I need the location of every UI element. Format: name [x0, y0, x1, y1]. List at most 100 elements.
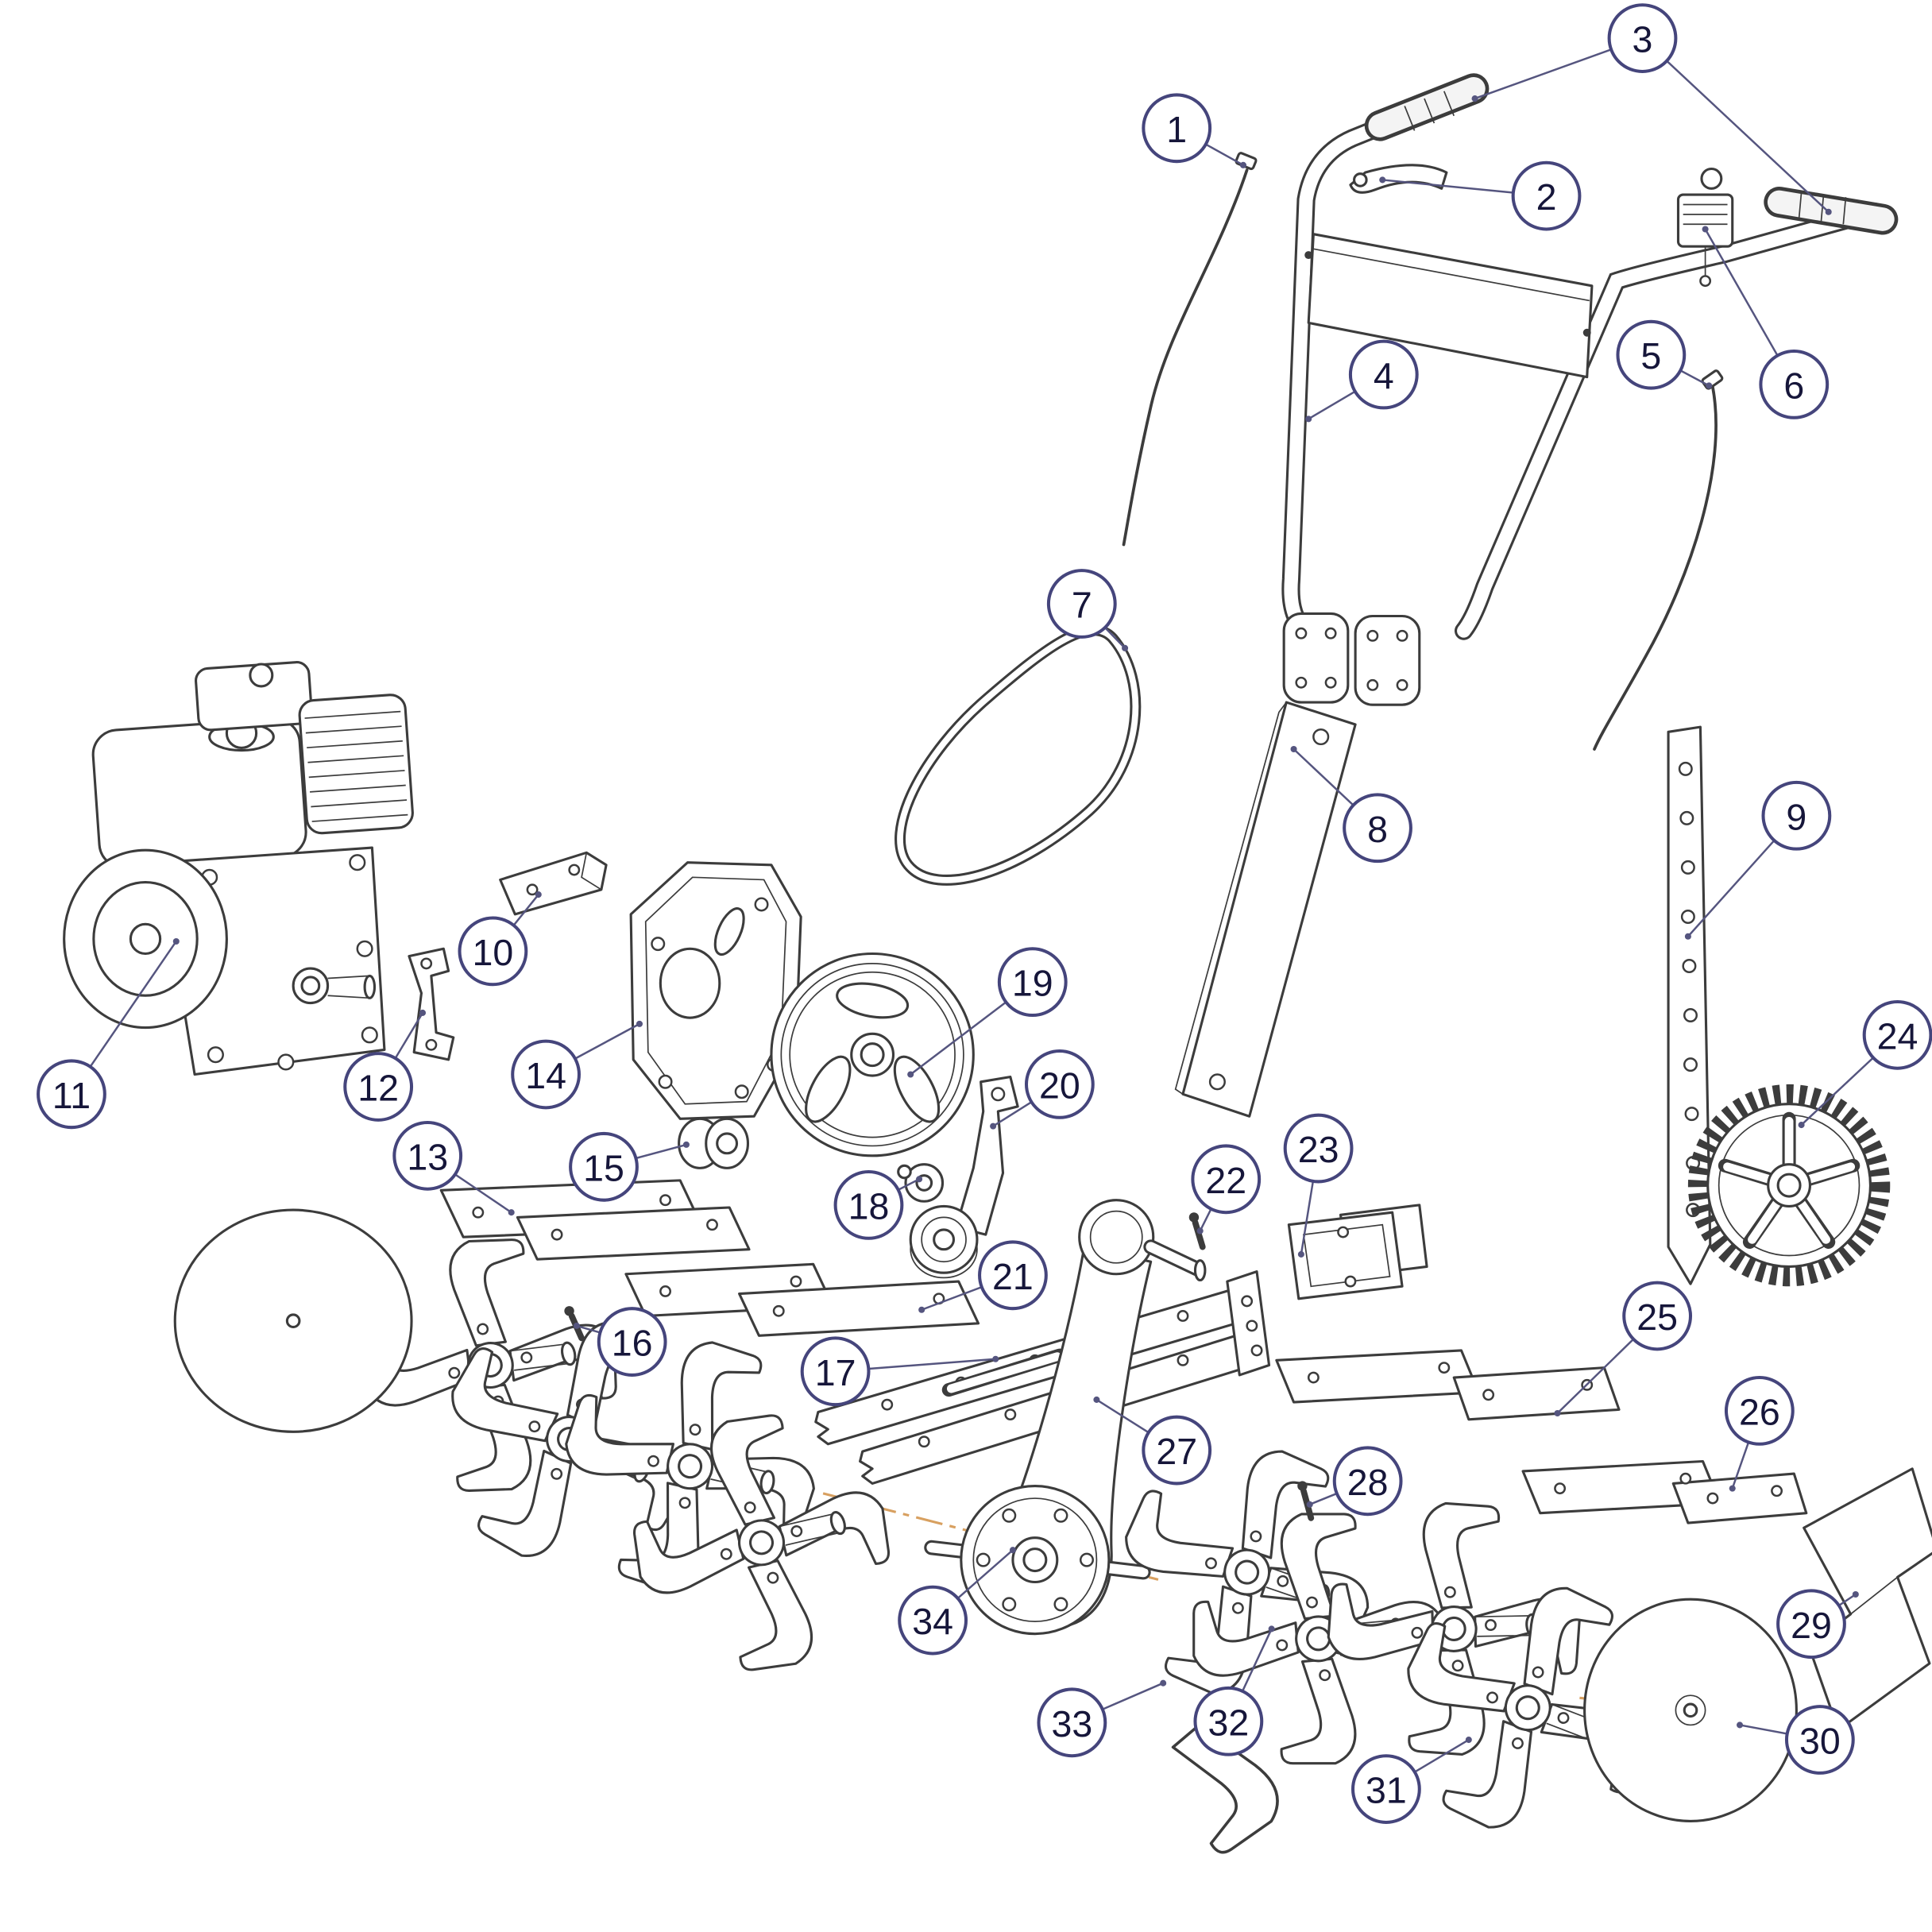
handlebar-grip-right: [1764, 186, 1899, 235]
callout-circle: [1862, 999, 1932, 1070]
callout-circle: [1724, 1376, 1795, 1446]
chain-case-illustration: [822, 1199, 1207, 1636]
callout-circle: [1024, 1049, 1095, 1119]
leader-endpoint-dot: [1093, 1396, 1100, 1403]
callout-34: 34: [898, 1547, 1016, 1656]
callout-number: 17: [815, 1352, 856, 1393]
callout-number: 25: [1636, 1296, 1678, 1338]
callout-circle: [833, 1170, 904, 1240]
callout-number: 10: [473, 932, 514, 973]
callout-number: 20: [1039, 1065, 1080, 1106]
leader-endpoint-dot: [1160, 1679, 1167, 1687]
callout-circle: [800, 1336, 871, 1407]
leader-endpoint-dot: [1239, 161, 1247, 168]
callout-4: 4: [1305, 339, 1419, 423]
leader-endpoint-dot: [1297, 1250, 1304, 1258]
callout-30: 30: [1737, 1705, 1855, 1775]
callout-14: 14: [511, 1020, 643, 1110]
leader-endpoint-dot: [918, 1306, 925, 1313]
leader-endpoint-dot: [1471, 95, 1478, 102]
callout-circle: [1142, 1415, 1212, 1486]
callout-number: 28: [1347, 1462, 1389, 1503]
engine-switch: [1676, 167, 1734, 288]
callout-number: 18: [848, 1185, 890, 1227]
callout-12: 12: [343, 1009, 427, 1122]
leader-endpoint-dot: [1268, 1625, 1275, 1633]
callout-number: 1: [1166, 109, 1187, 150]
handlebar-clamp-plates: [1282, 612, 1421, 706]
callout-number: 22: [1205, 1160, 1246, 1201]
leader-endpoint-dot: [1196, 1227, 1204, 1235]
callout-number: 13: [407, 1136, 448, 1177]
callout-number: 29: [1791, 1605, 1832, 1646]
callout-circle: [1761, 780, 1832, 851]
callout-circle: [1037, 1687, 1107, 1758]
callout-11: 11: [37, 937, 180, 1130]
callout-number: 7: [1072, 585, 1092, 626]
callout-number: 3: [1633, 19, 1653, 60]
callout-circle: [597, 1307, 667, 1377]
handlebar-bracket-plates-illustration: [1287, 1204, 1428, 1300]
callout-number: 27: [1156, 1431, 1197, 1472]
callout-number: 15: [583, 1147, 624, 1188]
drag-stake-illustration: [1174, 701, 1357, 1118]
callout-circle: [1351, 1754, 1421, 1824]
leader-endpoint-dot: [1798, 1122, 1805, 1129]
engine-bracket-illustration: [499, 851, 608, 916]
callout-number: 5: [1640, 335, 1661, 377]
callout-1: 1: [1142, 93, 1247, 168]
callout-circle: [898, 1585, 968, 1656]
handlebar-grip-left: [1364, 73, 1490, 141]
callout-31: 31: [1351, 1737, 1472, 1824]
leader-endpoint-dot: [1306, 1501, 1313, 1508]
callout-circle: [1784, 1705, 1855, 1775]
callout-circle: [997, 947, 1068, 1018]
callout-10: 10: [458, 891, 542, 987]
callout-circle: [1283, 1113, 1354, 1184]
leader-endpoint-dot: [1825, 208, 1832, 215]
leader-endpoint-dot: [992, 1355, 999, 1362]
clutch-cable-illustration: [1593, 369, 1724, 751]
callout-29: 29: [1776, 1589, 1859, 1660]
callout-3: 3: [1471, 3, 1832, 215]
leader-endpoint-dot: [508, 1209, 515, 1216]
callout-circle: [458, 916, 528, 987]
throttle-cable-illustration: [1122, 152, 1258, 547]
callout-15: 15: [569, 1131, 690, 1202]
callout-circle: [1511, 160, 1582, 231]
callout-23: 23: [1283, 1113, 1354, 1258]
leader-endpoint-dot: [419, 1009, 427, 1016]
side-disc-right-illustration: [1579, 1598, 1798, 1822]
callout-circle: [1616, 319, 1687, 390]
callout-25: 25: [1554, 1281, 1693, 1417]
leader-endpoint-dot: [535, 891, 542, 898]
callout-9: 9: [1684, 780, 1832, 940]
callout-number: 4: [1374, 355, 1394, 396]
side-disc-left-illustration: [173, 1208, 413, 1433]
callout-13: 13: [392, 1120, 515, 1216]
leader-endpoint-dot: [172, 937, 180, 945]
callout-28: 28: [1306, 1446, 1403, 1517]
leader-endpoint-dot: [1290, 745, 1297, 753]
cable-clip-illustration: [408, 947, 455, 1061]
callout-circle: [343, 1052, 414, 1122]
callout-number: 31: [1366, 1770, 1407, 1811]
shield-plates-illustration: [439, 1179, 1808, 1524]
callout-number: 2: [1536, 176, 1557, 218]
callout-circle: [1332, 1446, 1403, 1517]
leader-endpoint-dot: [1122, 644, 1129, 651]
callout-number: 32: [1208, 1702, 1249, 1743]
callout-2: 2: [1379, 160, 1582, 231]
callout-number: 8: [1367, 809, 1388, 850]
callout-20: 20: [990, 1049, 1095, 1130]
leader-endpoint-dot: [1684, 933, 1691, 940]
leader-endpoint-dot: [990, 1122, 997, 1130]
leader-endpoint-dot: [1305, 415, 1312, 423]
callout-leader-line: [1641, 37, 1830, 213]
callout-17: 17: [800, 1336, 999, 1407]
callout-circle: [1607, 3, 1678, 73]
leader-endpoint-dot: [1729, 1485, 1736, 1492]
callout-number: 11: [52, 1075, 91, 1116]
callout-number: 19: [1012, 963, 1053, 1004]
